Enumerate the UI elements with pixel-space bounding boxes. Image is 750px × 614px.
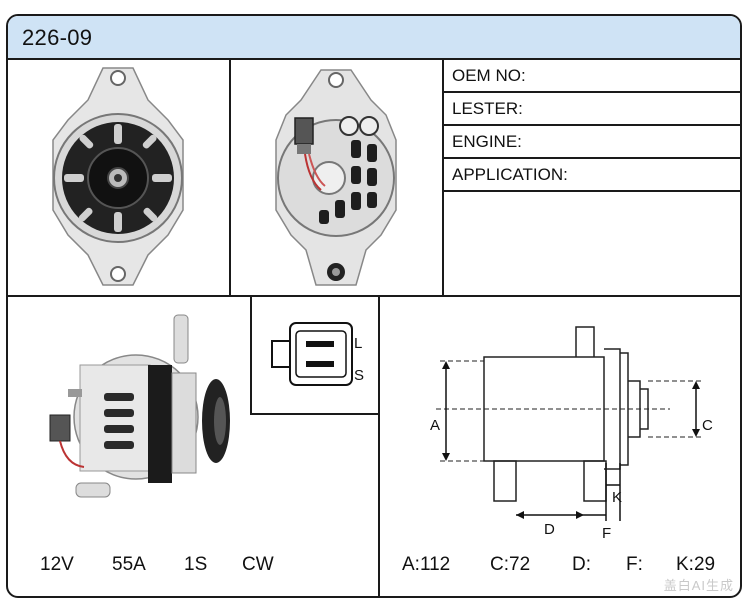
dim-value-c: C:72: [490, 554, 531, 575]
spec-label-lester: LESTER:: [452, 99, 523, 118]
header-bar: 226-09: [8, 16, 740, 60]
product-spec-sheet: 226-09: [6, 14, 742, 598]
spec-label-application: APPLICATION:: [452, 165, 568, 184]
connector-plug-icon: [271, 322, 353, 386]
dim-label-c: C: [702, 417, 713, 434]
dim-label-f: F: [602, 525, 612, 542]
dim-value-f: F:: [626, 554, 643, 575]
spec-row-engine: ENGINE:: [444, 126, 740, 159]
spec-label-oem: OEM NO:: [452, 66, 526, 85]
rating-voltage: 12V: [40, 554, 74, 575]
lower-divider: [378, 295, 380, 596]
spec-row-application: APPLICATION:: [444, 159, 740, 192]
dim-value-d: D:: [572, 554, 591, 575]
rating-amperage: 55A: [112, 554, 146, 575]
dim-value-a: A:112: [402, 554, 451, 575]
pin-label-l: L: [354, 335, 363, 352]
watermark-text: 盖白AI生成: [663, 578, 734, 593]
part-number: 226-09: [22, 25, 93, 50]
photo-divider: [229, 60, 231, 295]
connector-diagram: L S: [250, 297, 378, 415]
dim-label-k: K: [612, 489, 623, 506]
rating-plug: 1S: [184, 554, 208, 575]
dim-label-d: D: [544, 521, 555, 538]
dimension-schematic: [436, 326, 702, 521]
spec-row-lester: LESTER:: [444, 93, 740, 126]
rear-view-photo: [231, 60, 442, 295]
pin-label-s: S: [354, 367, 365, 384]
rating-rotation: CW: [242, 554, 274, 575]
alternator-front-image: [52, 67, 184, 286]
spec-label-engine: ENGINE:: [452, 132, 522, 151]
spec-row-oem: OEM NO:: [444, 60, 740, 93]
alternator-side-image: [49, 314, 230, 498]
dim-value-k: K:29: [676, 554, 716, 575]
dimension-drawing: A C D F K: [380, 297, 740, 542]
alternator-rear-image: [275, 69, 397, 286]
front-view-photo: [8, 60, 229, 295]
middle-divider: [8, 295, 740, 297]
dim-label-a: A: [430, 417, 441, 434]
spec-divider: [442, 60, 444, 295]
side-view-photo: [8, 297, 248, 527]
